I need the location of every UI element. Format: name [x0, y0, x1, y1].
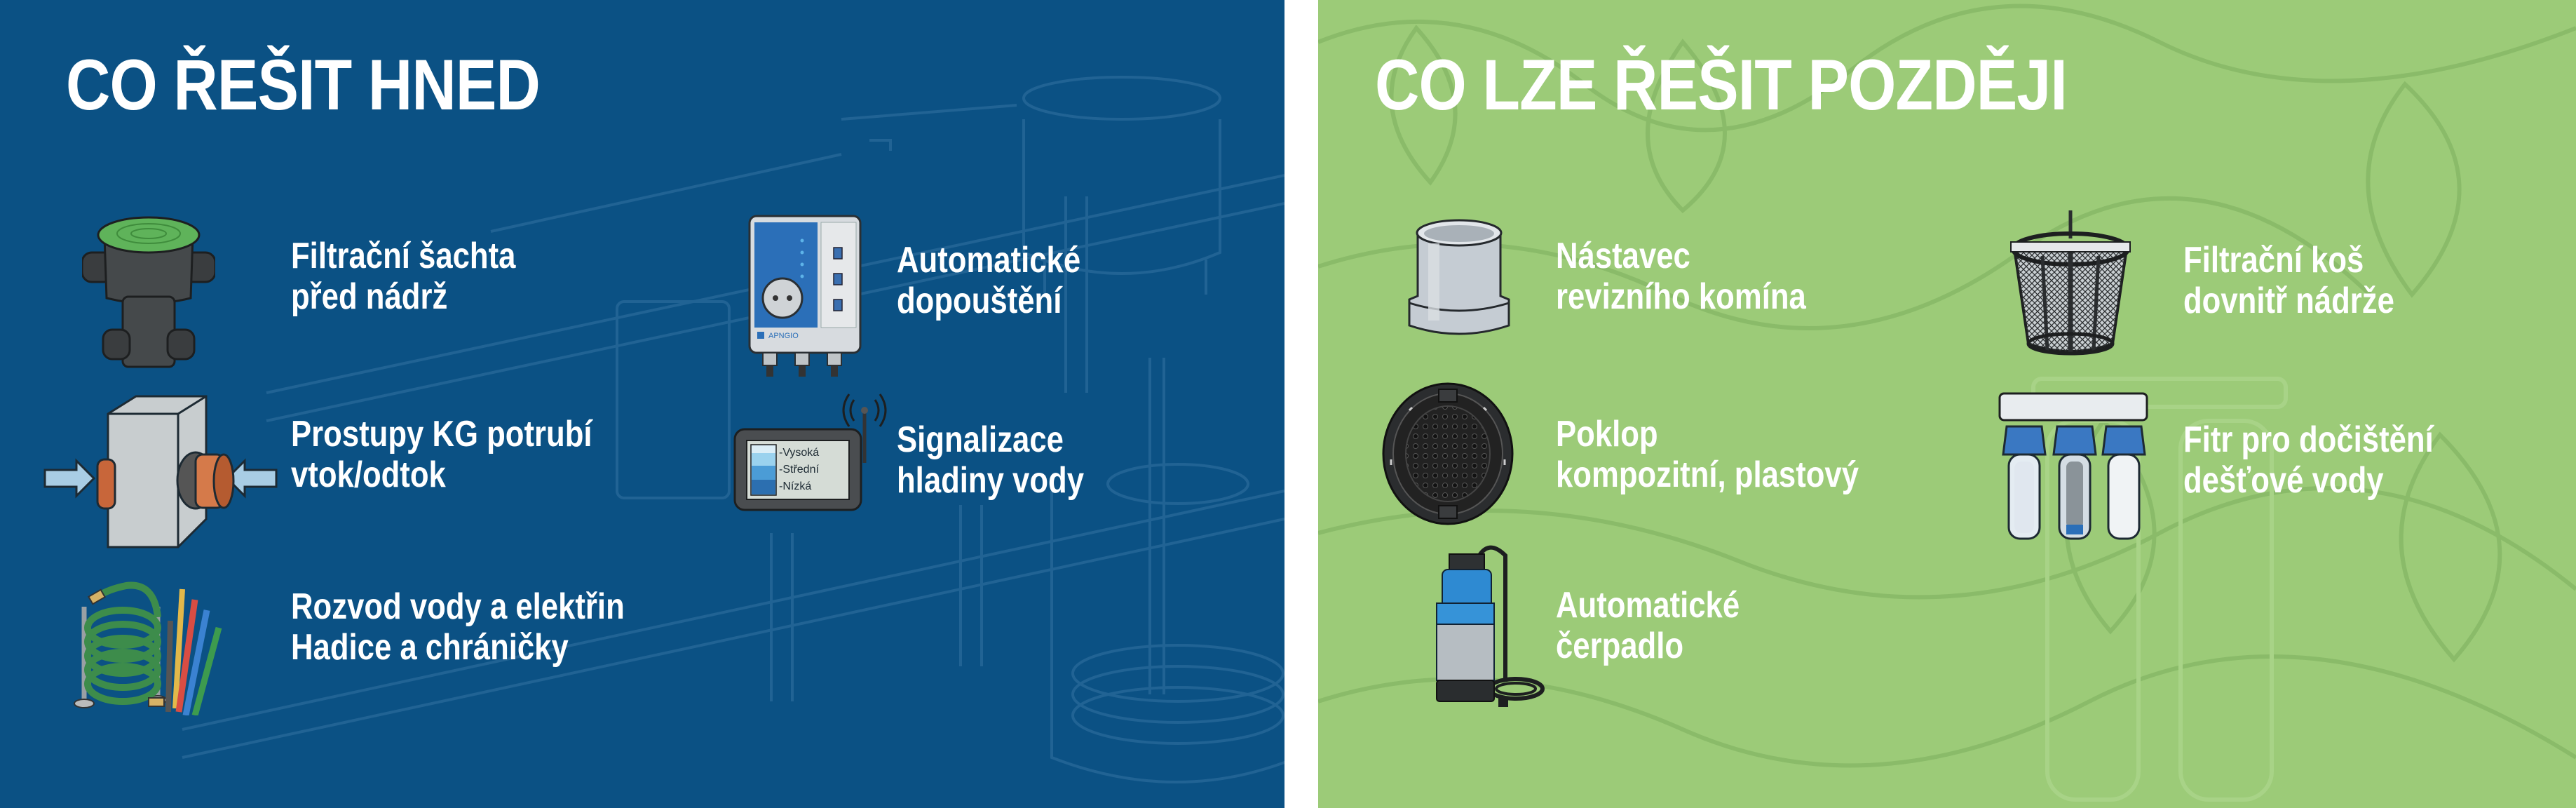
panel-title: CO ŘEŠIT HNED	[66, 45, 541, 125]
level-low: -Nízká	[779, 480, 812, 492]
item-label-line2: hladiny vody	[897, 460, 1084, 501]
panel-divider	[1284, 0, 1318, 808]
submersible-pump-icon	[1436, 545, 1545, 707]
inspection-chimney-extension-icon	[1408, 219, 1510, 335]
item-label-line1: Fitr pro dočištění	[2183, 419, 2434, 460]
item-label-line2: dovnitř nádrže	[2183, 281, 2394, 321]
item-label-line2: dopouštění	[897, 281, 1062, 321]
filter-shaft-icon	[82, 216, 215, 368]
item-label-line1: Poklop	[1556, 414, 1658, 454]
item-label-line1: Nástavec	[1556, 236, 1690, 276]
item-label-line2: před nádrž	[291, 276, 448, 317]
level-high: -Vysoká	[779, 447, 820, 459]
item-label-line1: Rozvod vody a elektřin	[291, 586, 625, 627]
item-label-line1: Automatické	[897, 240, 1081, 281]
item-label-line1: Prostupy KG potrubí	[291, 414, 592, 454]
item-label-line1: Automatické	[1556, 585, 1740, 626]
panel-solve-later: CO LZE ŘEŠIT POZDĚJI Nástavec revizního …	[1318, 0, 2576, 808]
level-medium: -Střední	[779, 464, 819, 476]
pipe-wall-passage-icon	[43, 395, 278, 548]
item-label-line2: dešťové vody	[2183, 460, 2384, 501]
item-label-line2: revizního komína	[1556, 276, 1806, 317]
water-level-monitor-icon: -Vysoká -Střední -Nízká	[731, 386, 889, 512]
device-brand: APNGIO	[768, 332, 799, 340]
item-label-line1: Filtrační koš	[2183, 240, 2364, 281]
item-label-line2: vtok/odtok	[291, 454, 446, 495]
panel-title: CO LZE ŘEŠIT POZDĚJI	[1375, 45, 2068, 125]
item-label-line2: Hadice a chráničky	[291, 627, 569, 668]
item-label-line1: Signalizace	[897, 419, 1064, 460]
item-label-line2: čerpadlo	[1556, 626, 1684, 666]
item-label-line2: kompozitní, plastový	[1556, 454, 1859, 495]
item-label-line1: Filtrační šachta	[291, 236, 516, 276]
panel-solve-now: CO ŘEŠIT HNED Filtrační šachta před nádr…	[0, 0, 1284, 808]
filter-basket-icon	[2010, 210, 2131, 356]
auto-refill-controller-icon: APNGIO	[748, 215, 862, 377]
manhole-cover-icon	[1382, 382, 1514, 525]
water-filter-icon	[1998, 392, 2148, 540]
hoses-conduits-icon	[74, 581, 222, 715]
